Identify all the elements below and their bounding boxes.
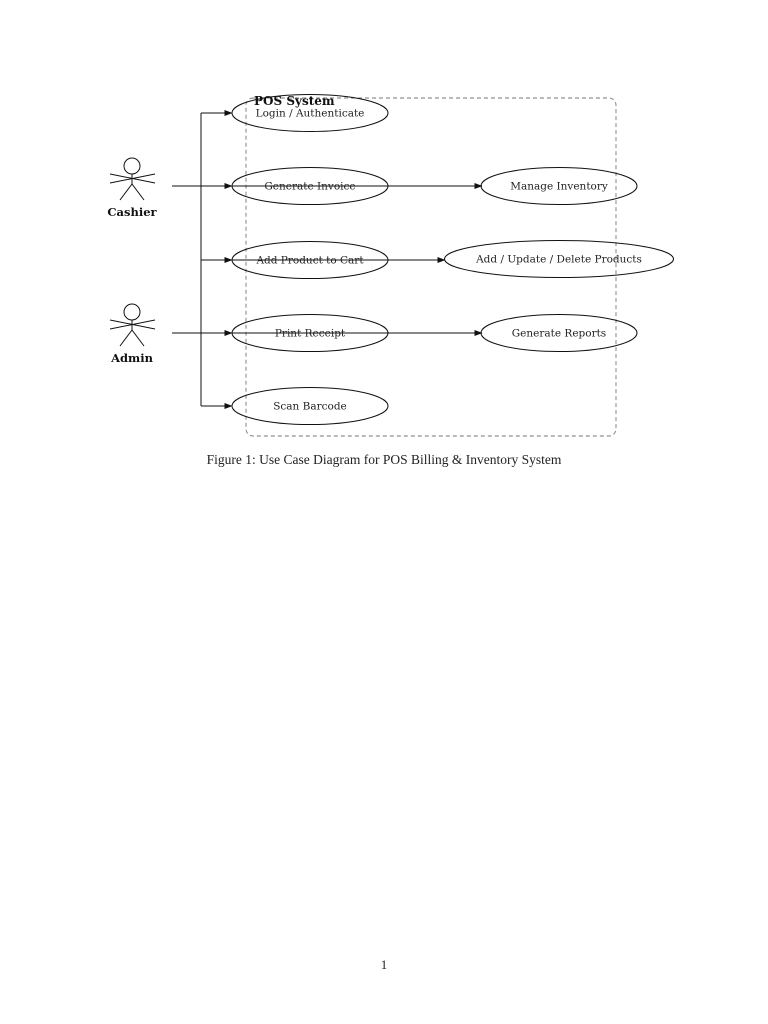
system-boundary-title: POS System bbox=[254, 94, 335, 108]
use-case-add-product-to-cart: Add Product to Cart bbox=[231, 241, 389, 279]
use-case-label: Login / Authenticate bbox=[256, 108, 365, 120]
stick-figure-icon bbox=[109, 157, 156, 201]
use-case-generate-reports: Generate Reports bbox=[480, 314, 638, 352]
use-case-label: Generate Invoice bbox=[264, 181, 355, 193]
use-case-label: Add Product to Cart bbox=[255, 255, 364, 267]
use-case-label: Print Receipt bbox=[275, 328, 346, 340]
associations bbox=[172, 110, 483, 409]
actor-cashier: Cashier bbox=[107, 157, 158, 219]
use-case-add-update-delete-products: Add / Update / Delete Products bbox=[444, 240, 674, 278]
system-boundary bbox=[245, 97, 617, 437]
use-case-login: Login / Authenticate bbox=[231, 94, 389, 132]
use-case-label: Generate Reports bbox=[512, 328, 606, 340]
figure-caption: Figure 1: Use Case Diagram for POS Billi… bbox=[206, 452, 562, 467]
use-case-manage-inventory: Manage Inventory bbox=[480, 167, 638, 205]
actor-label-admin: Admin bbox=[110, 351, 154, 365]
use-case-label: Add / Update / Delete Products bbox=[475, 254, 642, 266]
page-number: 1 bbox=[380, 957, 388, 972]
stick-figure-icon bbox=[109, 303, 156, 347]
use-case-scan-barcode: Scan Barcode bbox=[231, 387, 389, 425]
use-case-print-receipt: Print Receipt bbox=[231, 314, 389, 352]
actor-label-cashier: Cashier bbox=[107, 205, 157, 219]
actor-admin: Admin bbox=[109, 303, 156, 365]
use-case-generate-invoice: Generate Invoice bbox=[231, 167, 389, 205]
use-case-label: Manage Inventory bbox=[510, 181, 608, 193]
use-case-label: Scan Barcode bbox=[273, 401, 347, 413]
use-case-diagram: POS System Cashier Admin bbox=[107, 94, 674, 437]
